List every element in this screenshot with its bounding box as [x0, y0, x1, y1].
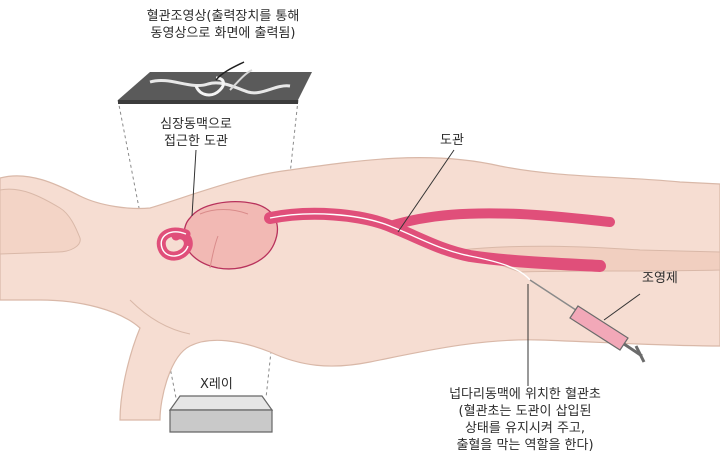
heart-catheter-label: 심장동맥으로 접근한 도관	[126, 116, 266, 150]
xray-label-text: X레이	[200, 377, 233, 392]
sheath-label-line1: 넙다리동맥에 위치한 혈관초	[449, 387, 601, 402]
xray-label: X레이	[200, 376, 233, 393]
contrast-syringe	[529, 279, 646, 363]
monitor-label-line1: 혈관조영상(출력장치를 통해	[146, 9, 300, 24]
heart-catheter-label-line1: 심장동맥으로	[160, 117, 232, 132]
catheter-label-text: 도관	[440, 133, 464, 148]
leader-lines	[191, 149, 641, 386]
artery-catheter	[156, 207, 615, 281]
xray-source	[168, 395, 274, 433]
heart-catheter-label-line2: 접근한 도관	[164, 134, 228, 149]
monitor-label: 혈관조영상(출력장치를 통해 동영상으로 화면에 출력됨)	[128, 8, 318, 42]
sheath-label-line2: (혈관초는 도관이 삽입된	[458, 404, 592, 419]
angiogram-monitor	[118, 61, 312, 104]
sheath-label-line4: 출혈을 막는 역할을 한다)	[456, 438, 594, 453]
contrast-agent-label: 조영제	[642, 270, 678, 287]
sheath-label: 넙다리동맥에 위치한 혈관초 (혈관초는 도관이 삽입된 상태를 유지시켜 주고…	[420, 386, 630, 454]
contrast-agent-label-text: 조영제	[642, 271, 678, 286]
monitor-label-line2: 동영상으로 화면에 출력됨)	[150, 26, 296, 41]
patient-body	[0, 157, 720, 421]
catheter-label: 도관	[440, 132, 464, 149]
sheath-label-line3: 상태를 유지시켜 주고,	[464, 421, 586, 436]
